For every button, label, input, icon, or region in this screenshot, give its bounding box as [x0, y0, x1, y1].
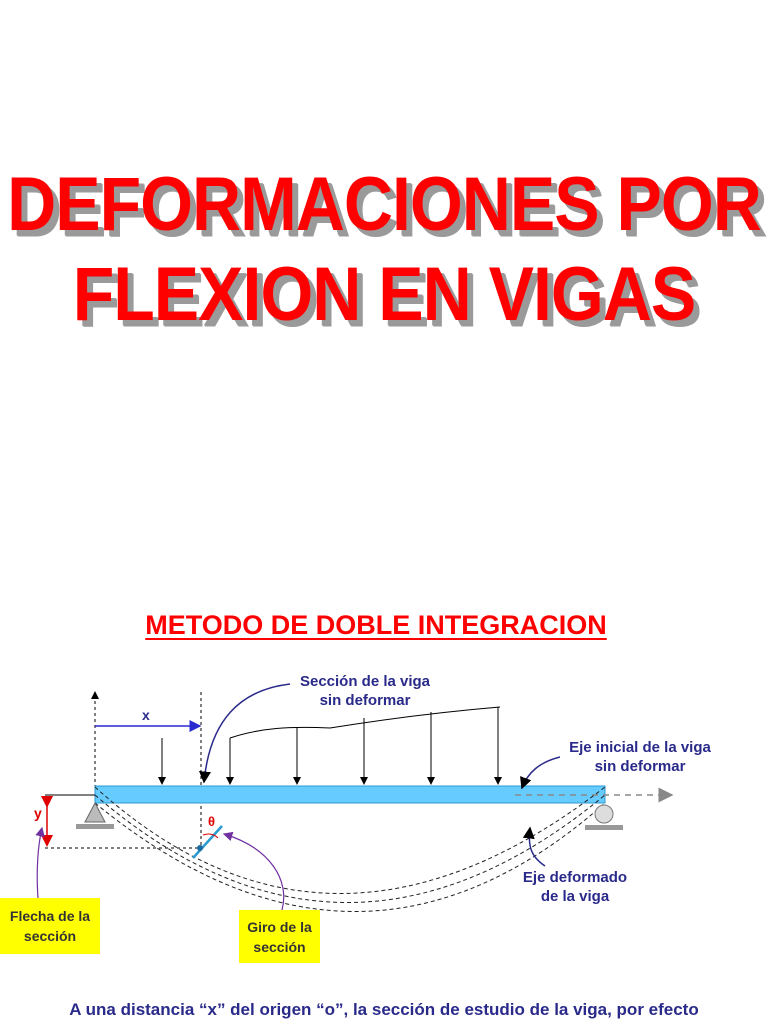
rotated-section — [192, 825, 223, 859]
label-eje-inicial: Eje inicial de la viga sin deformar — [569, 739, 711, 775]
support-base — [585, 825, 623, 830]
giro-box: Giro de la sección — [239, 910, 320, 963]
callout-arrow-flecha — [35, 826, 45, 899]
load-profile — [229, 706, 501, 739]
title-line-2: FLEXION EN VIGAS — [72, 251, 697, 337]
callout-arrow-seccion — [199, 683, 291, 784]
callout-arrow-eje-deformado — [522, 826, 546, 867]
y-label: y — [34, 805, 42, 821]
title-line-1: DEFORMACIONES POR — [7, 161, 762, 247]
bottom-text: A una distancia “x” del origen “o”, la s… — [69, 1000, 699, 1019]
x-label: x — [142, 707, 150, 723]
roller-support — [594, 804, 614, 824]
deformed-axis-curve — [94, 794, 606, 903]
support-base — [76, 824, 114, 829]
callout-arrow-giro — [222, 831, 285, 911]
subtitle: METODO DE DOBLE INTEGRACION — [145, 610, 607, 640]
callout-arrow-eje-inicial — [520, 756, 561, 790]
theta-arc — [202, 833, 219, 839]
theta-label: θ — [208, 814, 215, 829]
pin-support — [84, 801, 106, 823]
section-point — [197, 845, 203, 851]
flecha-box: Flecha de la sección — [0, 898, 100, 954]
label-eje-deformado: Eje deformado de la viga — [522, 869, 628, 905]
label-seccion: Sección de la viga sin deformar — [299, 673, 431, 709]
deformed-curve — [94, 802, 606, 912]
